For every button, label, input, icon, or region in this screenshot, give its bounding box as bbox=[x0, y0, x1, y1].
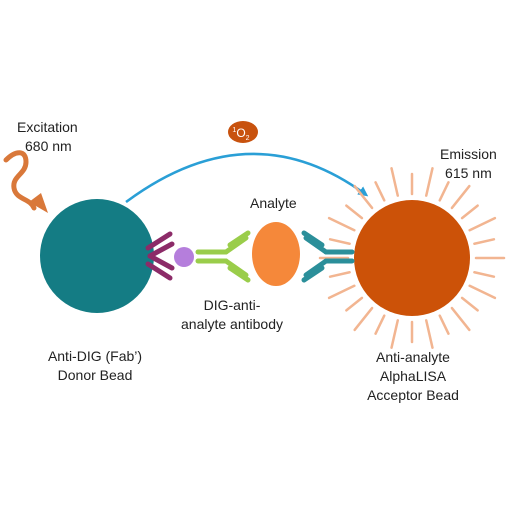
capture-antibody bbox=[301, 230, 355, 283]
donor-bead bbox=[40, 199, 154, 313]
emission-ray bbox=[345, 204, 364, 220]
emission-ray bbox=[328, 238, 351, 246]
antibody-label-line2: analyte antibody bbox=[181, 316, 283, 332]
singlet-oxygen-base: O bbox=[236, 126, 245, 140]
excitation-label-line2: 680 nm bbox=[25, 138, 72, 154]
singlet-oxygen-subscript: 2 bbox=[246, 135, 250, 142]
singlet-oxygen-badge: 1O2 bbox=[228, 121, 258, 143]
emission-ray bbox=[473, 270, 496, 278]
svg-text:1O2: 1O2 bbox=[232, 126, 249, 142]
acceptor-bead-label-line3: Acceptor Bead bbox=[367, 387, 459, 403]
emission-ray bbox=[390, 319, 400, 349]
emission-ray bbox=[374, 181, 386, 202]
singlet-oxygen-arrow bbox=[125, 152, 369, 204]
singlet-oxygen-superscript: 1 bbox=[232, 127, 236, 134]
emission-ray bbox=[345, 296, 364, 312]
emission-ray bbox=[460, 296, 479, 312]
excitation-arrowhead bbox=[29, 193, 48, 213]
emission-ray bbox=[468, 284, 497, 300]
emission-ray bbox=[473, 238, 496, 246]
emission-label-line2: 615 nm bbox=[445, 165, 492, 181]
analyte bbox=[252, 222, 300, 286]
emission-ray bbox=[353, 184, 374, 210]
acceptor-bead-label-line2: AlphaLISA bbox=[379, 368, 447, 384]
analyte-label: Analyte bbox=[250, 195, 297, 211]
antibody-label-line1: DIG-anti- bbox=[203, 297, 261, 313]
emission-ray bbox=[327, 216, 356, 232]
excitation-label-line1: Excitation bbox=[17, 119, 78, 135]
donor-bead-label-line2: Donor Bead bbox=[57, 367, 133, 383]
excitation-label: Excitation 680 nm bbox=[17, 118, 78, 156]
antibody-label: DIG-anti- analyte antibody bbox=[172, 296, 292, 334]
emission-ray bbox=[438, 314, 450, 335]
emission-ray bbox=[327, 284, 356, 300]
emission-ray bbox=[424, 167, 434, 197]
dig-tag bbox=[174, 247, 194, 267]
emission-ray bbox=[390, 167, 400, 197]
emission-ray bbox=[374, 314, 386, 335]
acceptor-bead bbox=[354, 200, 470, 316]
emission-ray bbox=[328, 270, 351, 278]
emission-ray bbox=[450, 306, 471, 332]
emission-label: Emission 615 nm bbox=[440, 145, 497, 183]
dig-antibody bbox=[195, 230, 251, 283]
emission-ray bbox=[450, 184, 471, 210]
donor-bead-label: Anti-DIG (Fab’) Donor Bead bbox=[30, 347, 160, 385]
excitation-wave bbox=[3, 150, 37, 211]
acceptor-bead-label-line1: Anti-analyte bbox=[376, 349, 450, 365]
emission-ray bbox=[353, 306, 374, 332]
emission-label-line1: Emission bbox=[440, 146, 497, 162]
fab-fragment bbox=[145, 231, 175, 281]
emission-ray bbox=[424, 319, 434, 349]
emission-ray bbox=[468, 216, 497, 232]
emission-ray bbox=[438, 181, 450, 202]
acceptor-bead-label: Anti-analyte AlphaLISA Acceptor Bead bbox=[353, 348, 473, 405]
emission-ray bbox=[460, 204, 479, 220]
donor-bead-label-line1: Anti-DIG (Fab’) bbox=[47, 348, 143, 364]
acceptor-bead-rays bbox=[318, 167, 506, 349]
